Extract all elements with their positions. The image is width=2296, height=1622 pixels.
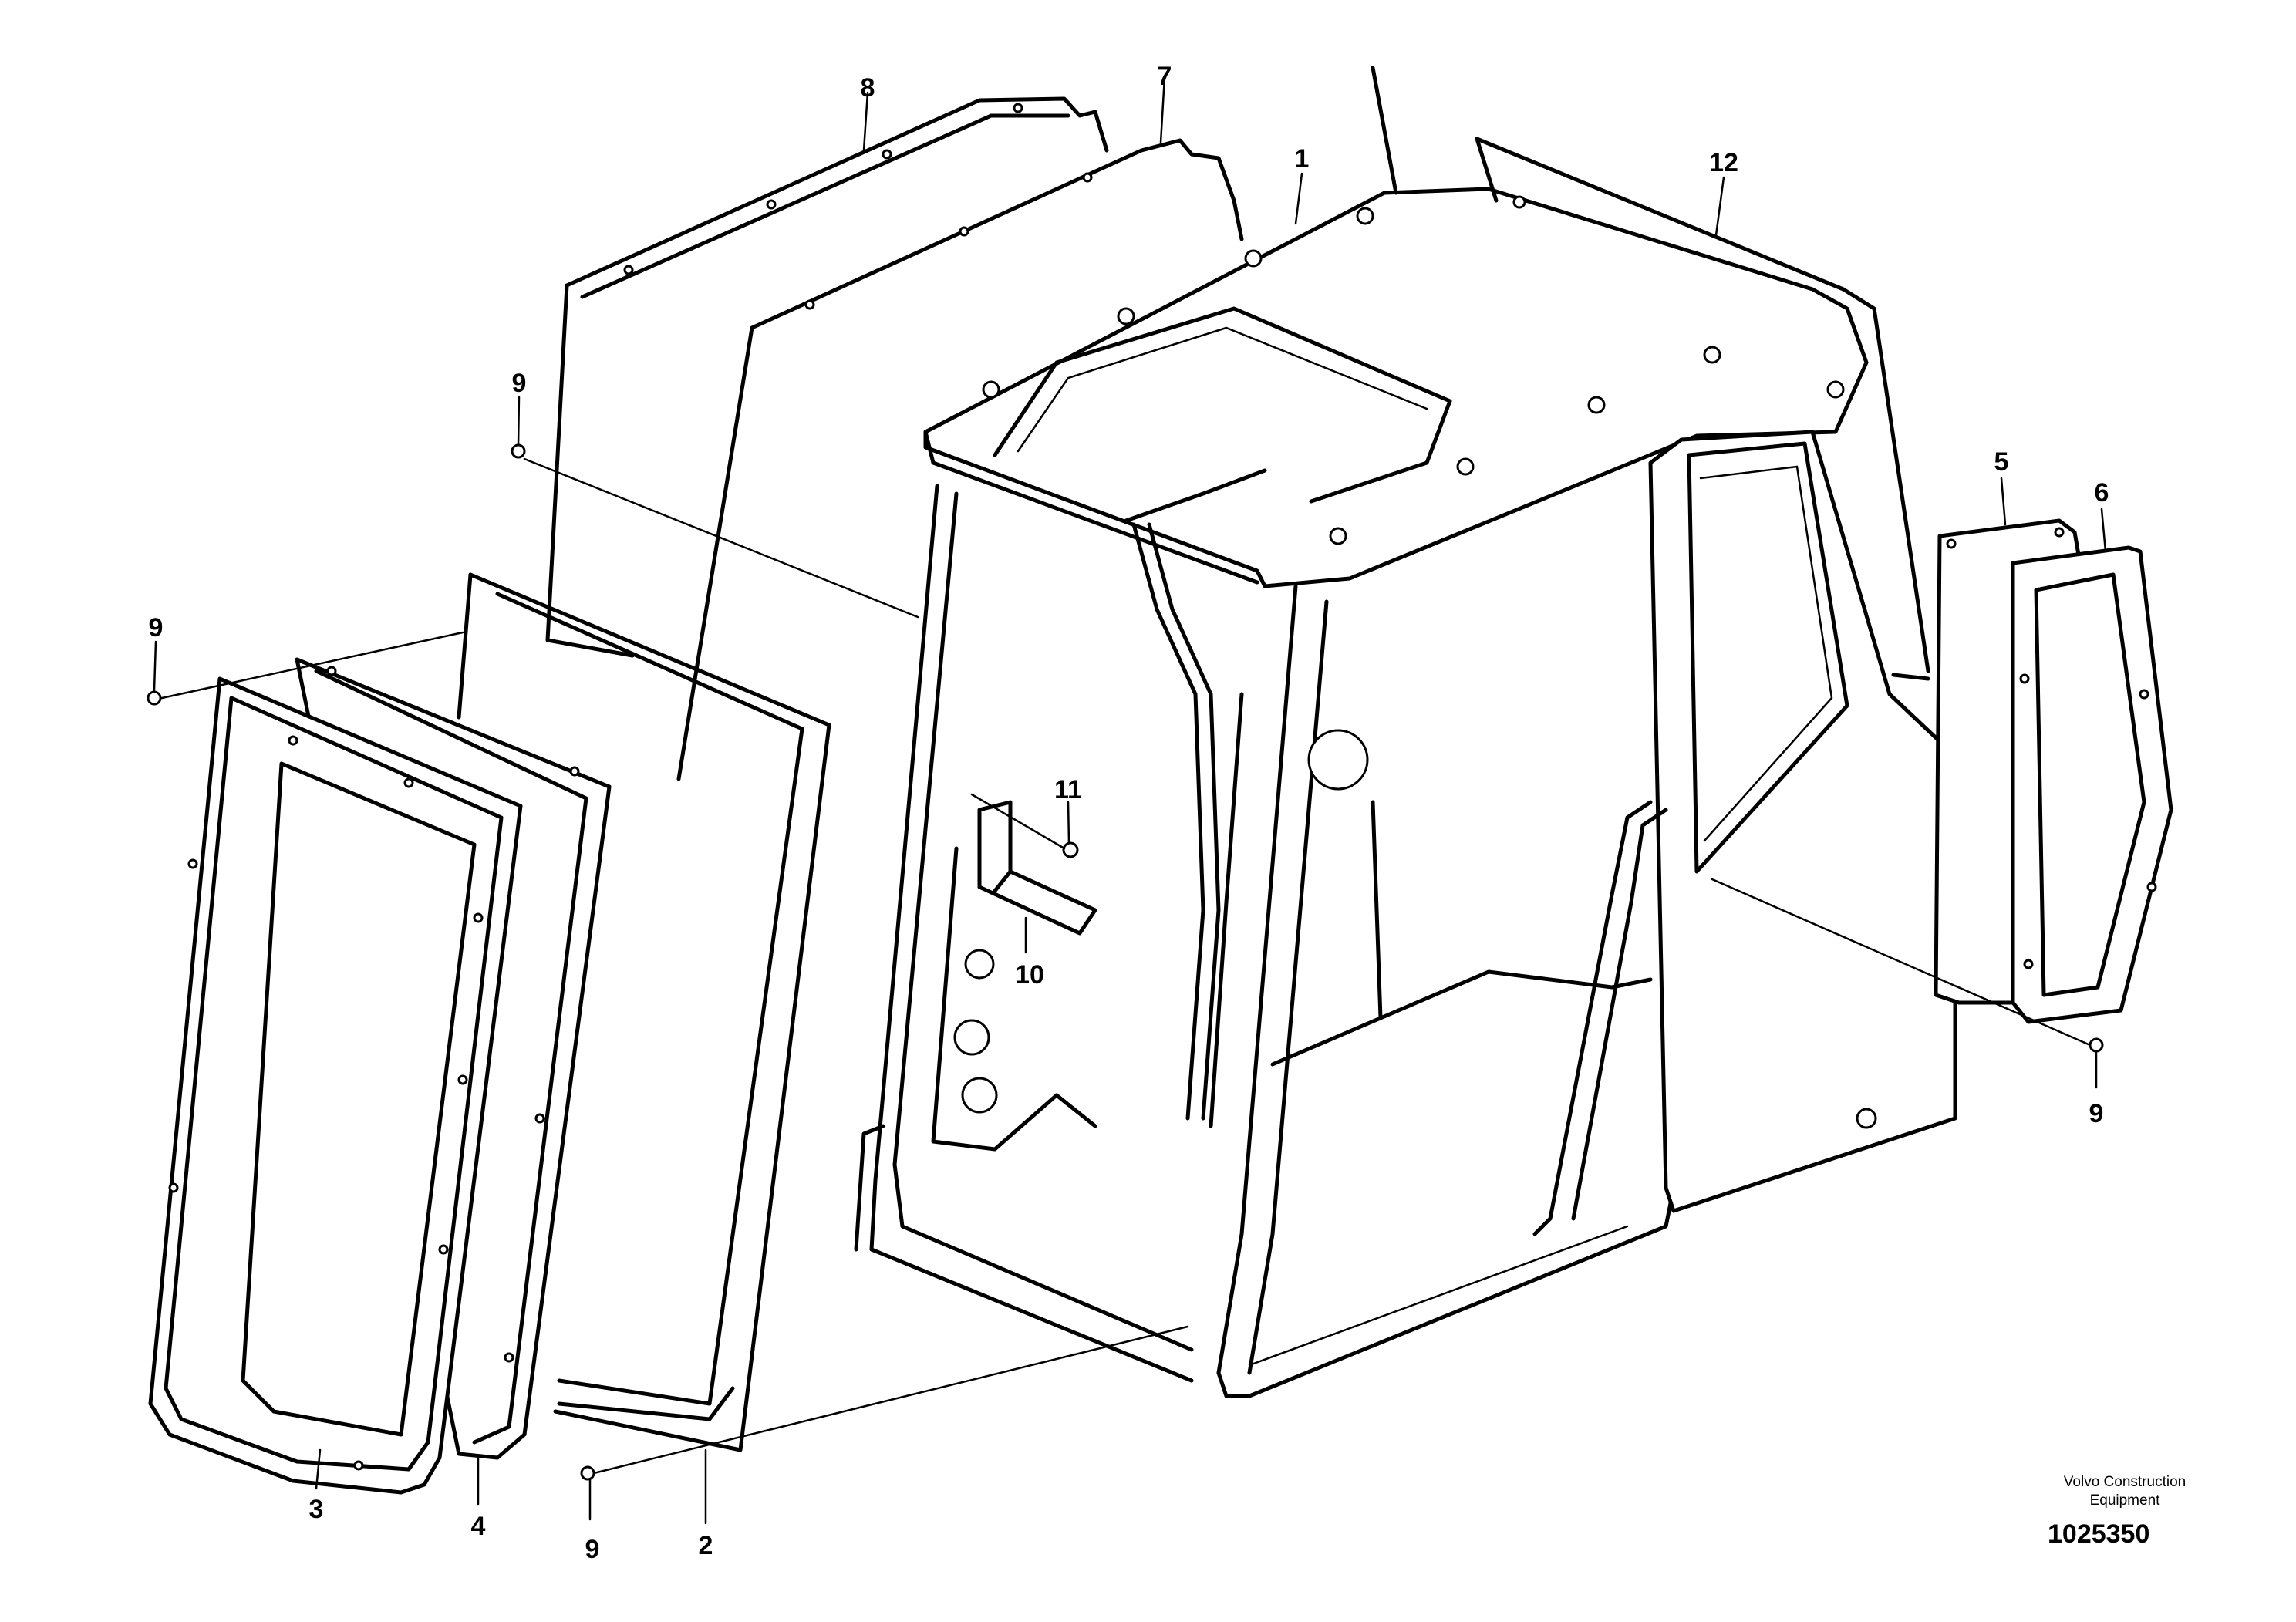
rear-panel-12	[1475, 137, 1930, 681]
document-number: 1025350	[2048, 1519, 2150, 1549]
callout-9-left: 9	[149, 613, 164, 642]
callout-12: 12	[1709, 148, 1738, 177]
front-window-frame-3	[148, 676, 523, 1495]
callout-11: 11	[1054, 775, 1082, 804]
screw-9-right	[2089, 1037, 2104, 1053]
callout-9-right: 9	[2089, 1099, 2104, 1128]
callout-4: 4	[471, 1512, 486, 1541]
cab-frame-1	[854, 66, 1957, 1398]
credit-line-1: Volvo Construction	[2063, 1474, 2186, 1490]
publisher-credit: Volvo Construction Equipment	[2036, 1473, 2213, 1510]
callout-7: 7	[1158, 62, 1172, 91]
credit-line-2: Equipment	[2089, 1492, 2160, 1509]
bracket-10	[977, 800, 1097, 936]
screw-11	[1062, 841, 1079, 858]
screw-9-bottom	[580, 1465, 595, 1481]
callout-1: 1	[1295, 144, 1310, 174]
callout-8: 8	[861, 73, 875, 103]
screw-9-upper	[511, 443, 526, 459]
front-window-seal-2	[457, 572, 831, 1452]
screw-9-left	[147, 690, 162, 706]
callout-9-bottom: 9	[585, 1535, 600, 1564]
side-window-frame-6	[2011, 545, 2173, 1024]
callout-9-upper: 9	[512, 369, 527, 398]
rear-window-glass-7	[676, 138, 1244, 781]
callout-5: 5	[1994, 447, 2009, 477]
callout-3: 3	[309, 1495, 324, 1524]
callout-2: 2	[699, 1531, 713, 1560]
callout-6: 6	[2095, 478, 2109, 508]
rear-window-glass-8	[545, 96, 1109, 658]
callout-10: 10	[1015, 960, 1044, 990]
leader-lines	[153, 76, 2107, 1525]
